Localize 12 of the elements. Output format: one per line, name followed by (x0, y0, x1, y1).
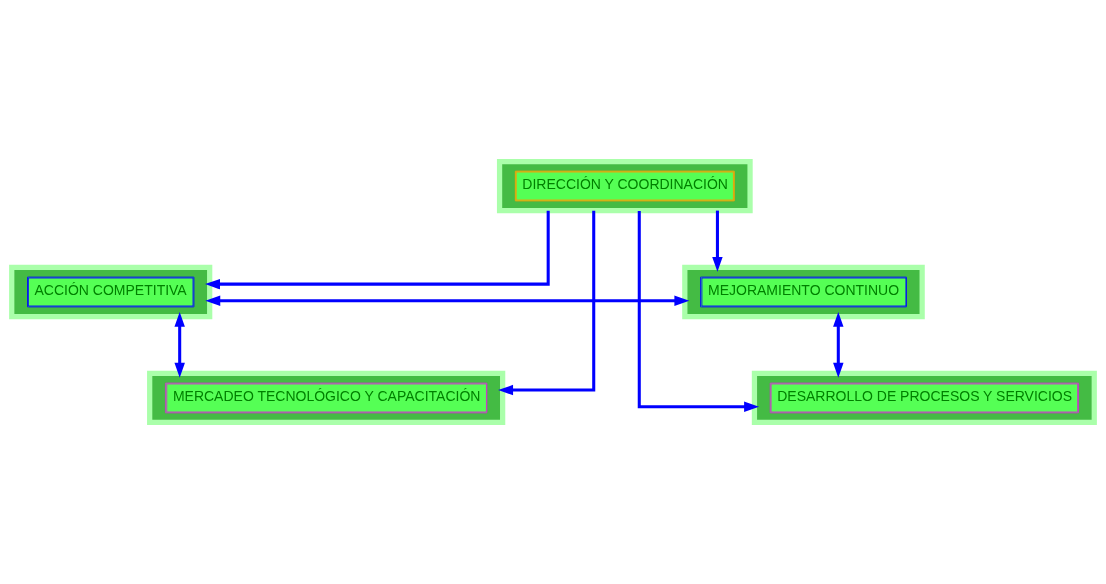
arrow (498, 210, 596, 396)
arrow (205, 210, 550, 290)
arrow (205, 295, 690, 306)
arrow (833, 311, 844, 378)
node-box: DIRECCIÓN Y COORDINACIÓN (496, 158, 753, 214)
node-box: MERCADEO TECNOLÓGICO Y CAPACITACIÓN (147, 370, 506, 426)
node-box: ACCIÓN COMPETITIVA (9, 264, 213, 320)
node-box: MEJORAMIENTO CONTINUO (682, 264, 925, 320)
arrow (712, 210, 723, 272)
arrow (637, 210, 760, 412)
node-box: DESARROLLO DE PROCESOS Y SERVICIOS (751, 370, 1097, 426)
arrow (174, 311, 185, 378)
